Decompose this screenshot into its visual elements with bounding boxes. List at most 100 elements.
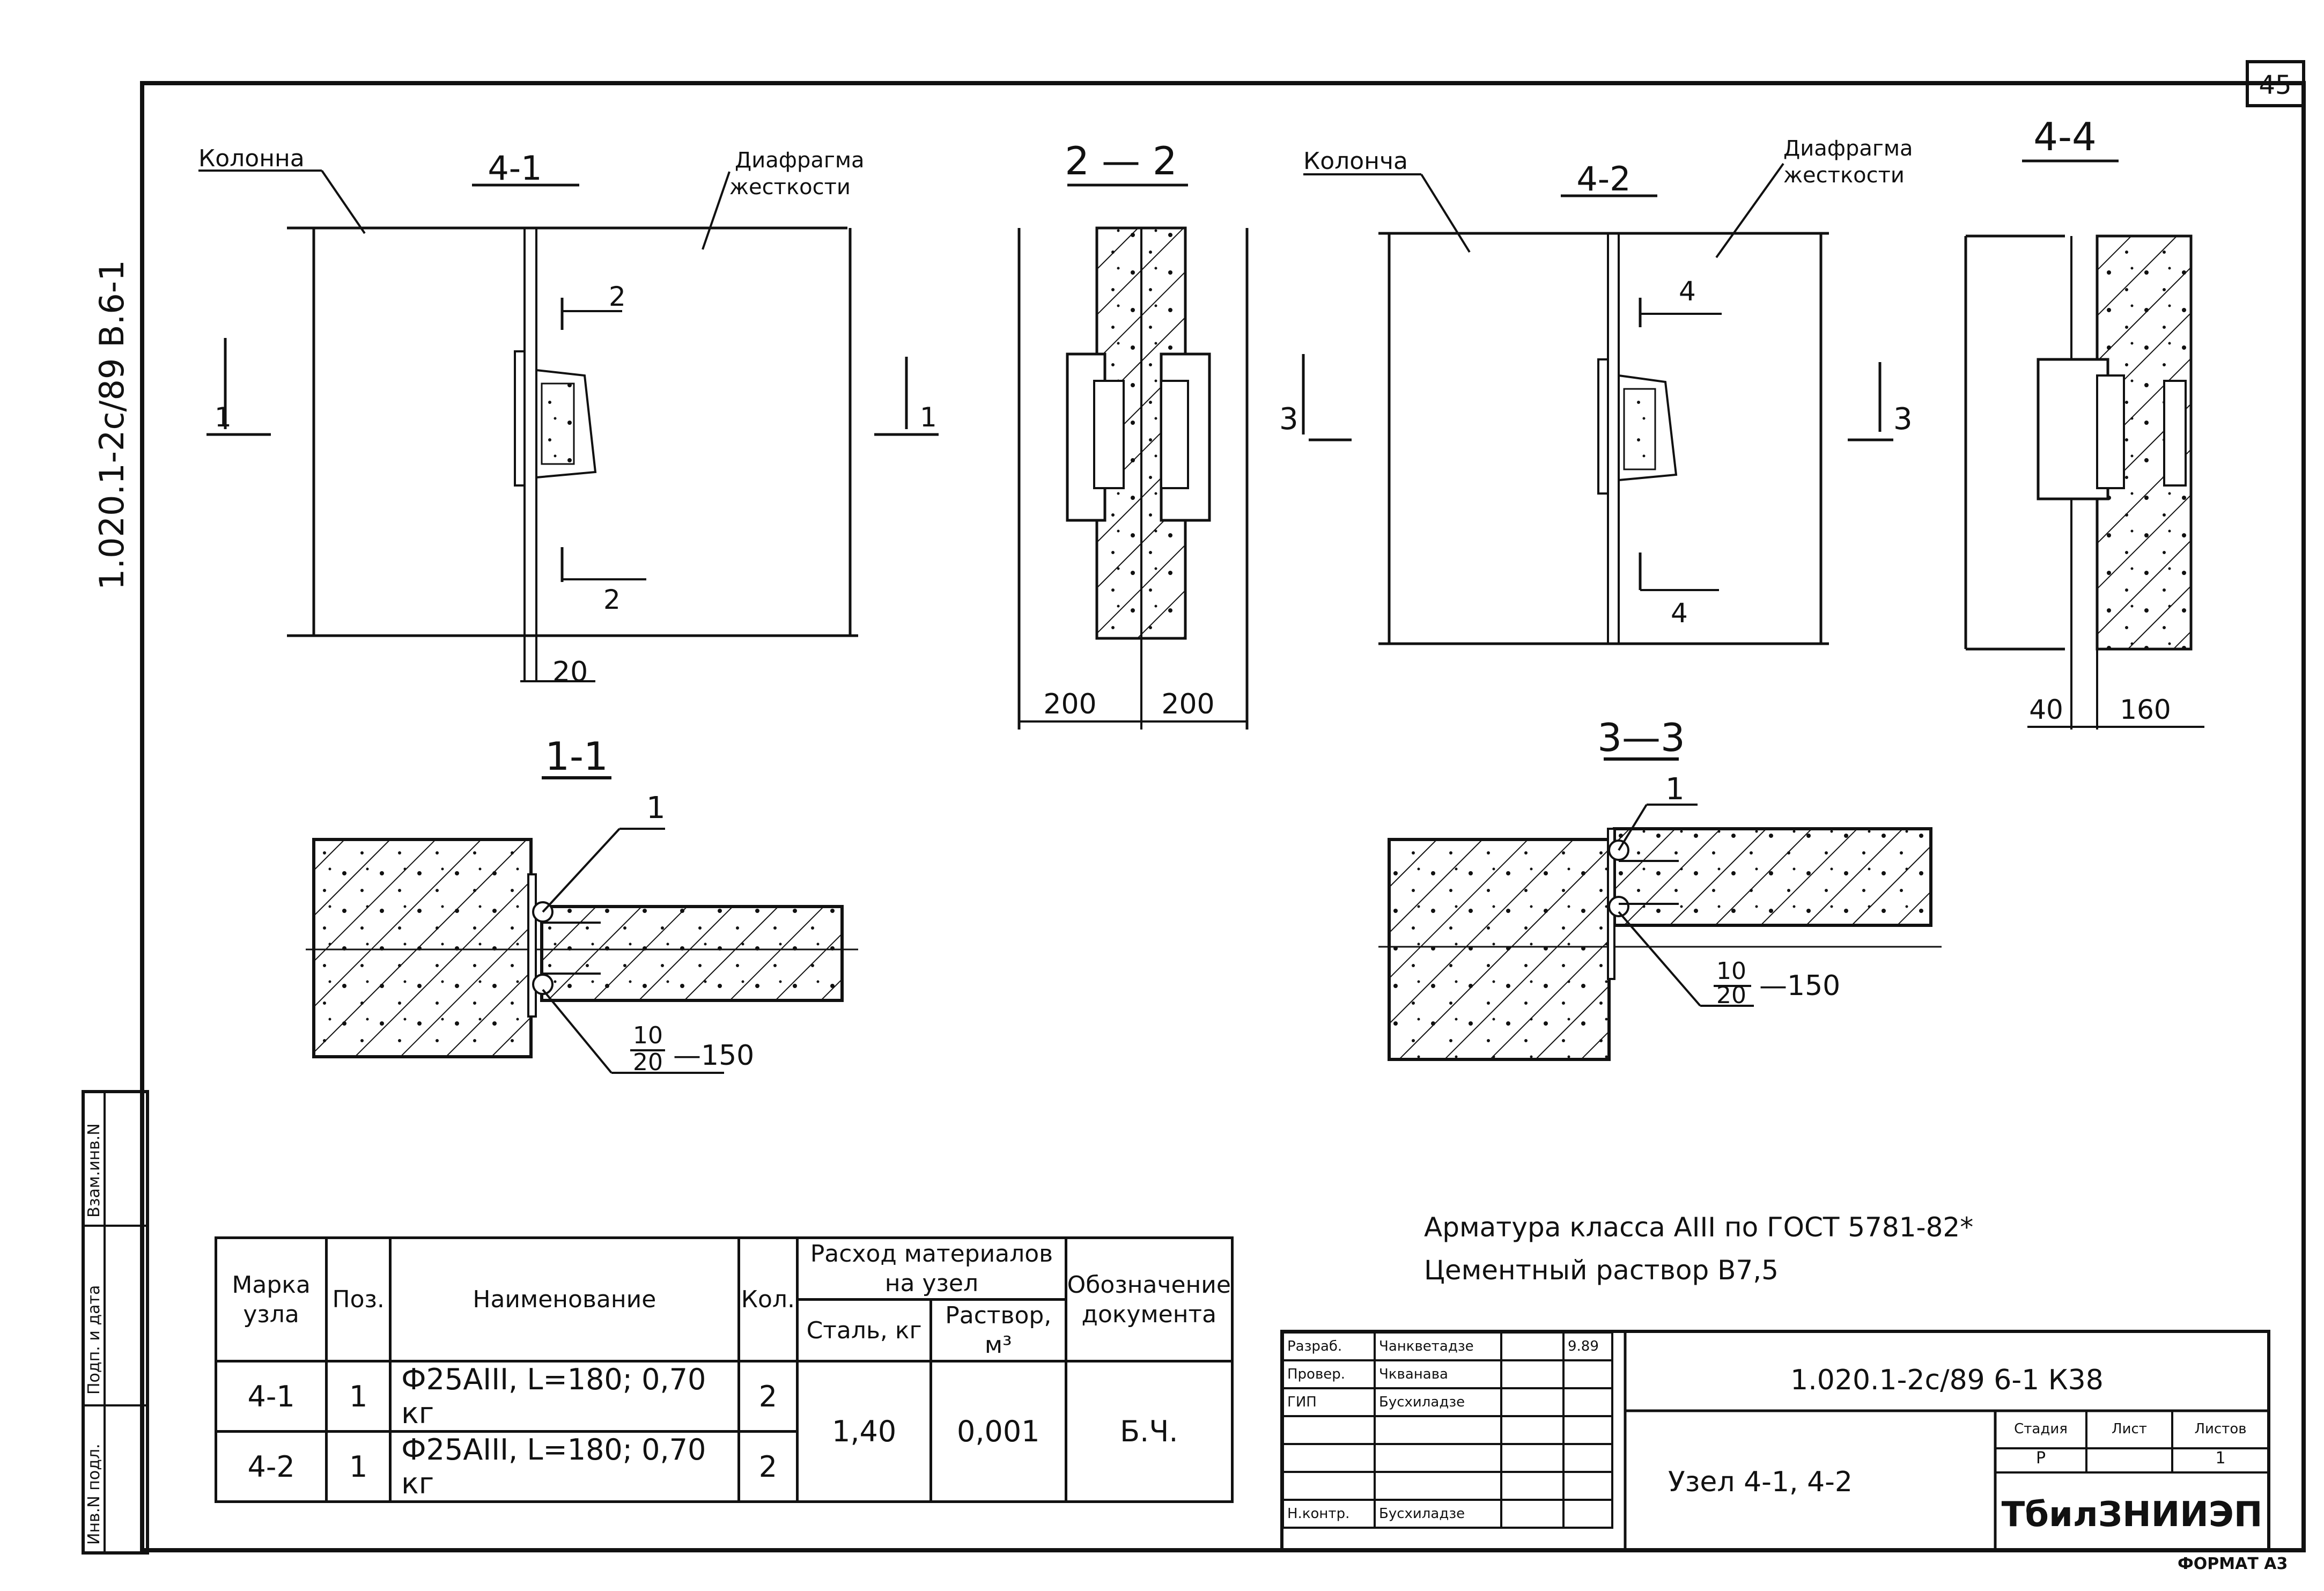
tb-date-0: 9.89 [1562,1331,1613,1361]
hdr-naim: Наименование [389,1236,740,1362]
v42-cut-left: 3 [1279,402,1299,437]
hdr-rastvor: Раствор, м³ [929,1298,1067,1362]
label-zhestkosti-1: жесткости [729,175,851,200]
title-stadia: Р [2036,1449,2046,1468]
tb-role-6: Н.контр. [1282,1499,1376,1529]
hdr-kol: Кол. [737,1236,799,1362]
sheet-frame [140,81,2306,1552]
tb-role-3 [1282,1415,1376,1445]
v41-dim: 20 [552,656,588,688]
v11-pos: 1 [646,791,666,826]
tb-role-4 [1282,1443,1376,1473]
view-4-4-title: 4-4 [2033,114,2097,159]
v22-dim-left: 200 [1043,688,1096,720]
tb-sign-5 [1500,1471,1565,1501]
table-row: Провер. Чкванава [1282,1359,1613,1389]
row1-poz: 1 [325,1360,392,1433]
cell-oboz: Б.Ч. [1064,1360,1234,1503]
table-row: 4-2 1 Ф25АIII, L=180; 0,70 кг 2 [214,1430,1233,1503]
title-block-frame [1280,1330,2270,1552]
v11-weld-len: —150 [673,1040,754,1072]
table-row: Разраб. Чанкветадзе 9.89 [1282,1331,1613,1361]
tb-date-5 [1562,1471,1613,1501]
tb-name-6: Бусхиладзе [1374,1499,1502,1529]
tb-sign-6 [1500,1499,1565,1529]
sheet-number-box [2246,60,2305,107]
cell-rastvor: 0,001 [929,1360,1067,1503]
tb-name-2: Бусхиладзе [1374,1387,1502,1417]
v42-cut-right: 3 [1893,402,1913,437]
v41-cut-right: 1 [920,402,937,433]
hdr-oboz: Обозначение документа [1064,1236,1234,1362]
note-rastvor: Цементный раствор В7,5 [1424,1255,1779,1286]
v44-dim-left: 40 [2029,694,2063,725]
row2-kol: 2 [737,1430,799,1503]
tb-role-0: Разраб. [1282,1331,1376,1361]
v33-weld-den: 20 [1716,982,1746,1009]
v41-sec-bot: 2 [603,584,621,615]
v33-pos: 1 [1665,772,1685,807]
title-list-h: Лист [2112,1421,2147,1437]
view-4-1-title: 4-1 [488,149,542,188]
tb-date-3 [1562,1415,1613,1445]
title-block-signatures: Разраб. Чанкветадзе 9.89 Провер. Чкванав… [1282,1331,1613,1529]
title-subject: Узел 4-1, 4-2 [1668,1466,1853,1498]
tb-role-5 [1282,1471,1376,1501]
tb-date-2 [1562,1387,1613,1417]
note-armatura: Арматура класса АIII по ГОСТ 5781-82* [1424,1212,1973,1243]
section-1-1: 1-1 1 10 20 —150 [306,734,858,1076]
view-4-2: 4-2 Колонча Диафрагма жесткости 4 4 3 3 [1279,136,1913,645]
v11-weld-num: 10 [633,1022,663,1049]
v11-weld-den: 20 [633,1049,663,1076]
section-1-1-title: 1-1 [545,734,608,779]
stamp-inv: Инв.N подл. [85,1443,104,1545]
hdr-poz: Поз. [325,1236,392,1362]
v42-sec-top: 4 [1679,276,1696,307]
tb-sign-1 [1500,1359,1565,1389]
format-label: ФОРМАТ А3 [2178,1555,2288,1573]
table-row [1282,1471,1613,1501]
title-stadia-h: Стадия [2014,1421,2068,1437]
tb-date-1 [1562,1359,1613,1389]
title-listov: 1 [2215,1449,2225,1468]
label-diafragma-1: Диафрагма [735,148,865,173]
title-listov-h: Листов [2194,1421,2246,1437]
title-code: 1.020.1-2с/89 6-1 К38 [1790,1364,2104,1396]
label-kolonna-1: Колонна [198,145,305,172]
view-2-2: 2 — 2 200 200 [1017,138,1249,730]
v33-weld-len: —150 [1759,970,1840,1002]
row2-marka: 4-2 [214,1430,328,1503]
tb-sign-4 [1500,1443,1565,1473]
v22-dim-right: 200 [1161,688,1214,720]
tb-role-2: ГИП [1282,1387,1376,1417]
title-org: ТбилЗНИИЭП [2002,1495,2263,1535]
margin-code: 1.020.1-2с/89 В.6-1 [92,260,131,590]
tb-name-0: Чанкветадзе [1374,1331,1502,1361]
row1-marka: 4-1 [214,1360,328,1433]
table-row [1282,1443,1613,1473]
v44-dim-right: 160 [2120,694,2171,725]
v41-cut-left: 1 [215,402,232,433]
tb-name-5 [1374,1471,1502,1501]
tb-sign-0 [1500,1331,1565,1361]
v42-sec-bot: 4 [1671,598,1688,629]
row2-poz: 1 [325,1430,392,1503]
tb-role-1: Провер. [1282,1359,1376,1389]
hdr-rashod: Расход материалов на узел [796,1236,1067,1301]
view-4-4: 4-4 40 160 [1964,114,2204,730]
sheet-number: 45 [2259,70,2291,100]
tb-name-3 [1374,1415,1502,1445]
table-row: Н.контр. Бусхиладзе [1282,1499,1613,1529]
section-3-3-title: 3—3 [1597,715,1685,760]
side-stamp: Взам.инв.N Подп. и дата Инв.N подл. [82,1090,149,1555]
v41-sec-top: 2 [609,281,626,312]
label-kolonna-2: Колонча [1303,148,1408,175]
tb-name-4 [1374,1443,1502,1473]
row2-naim: Ф25АIII, L=180; 0,70 кг [389,1430,740,1503]
label-zhestkosti-2: жесткости [1783,163,1905,188]
hdr-marka: Марка узла [214,1236,328,1362]
table-row: ГИП Бусхиладзе [1282,1387,1613,1417]
stamp-vzam: Взам.инв.N [85,1123,104,1218]
tb-sign-2 [1500,1387,1565,1417]
